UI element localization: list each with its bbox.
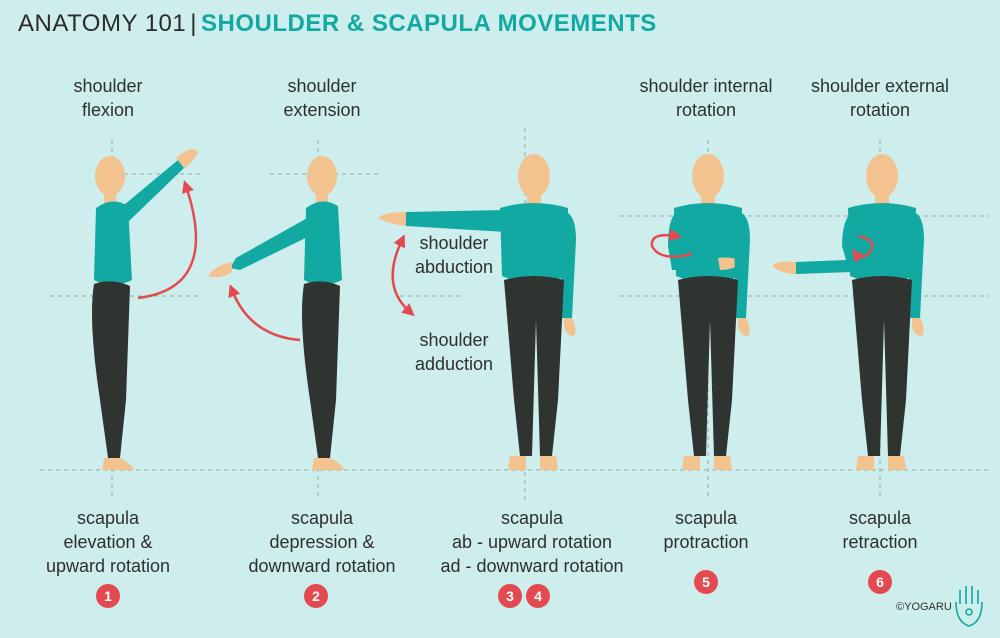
label-line: protraction <box>663 532 749 552</box>
figure-shoulder-abduction <box>378 154 576 470</box>
label-line: shoulder <box>419 233 489 253</box>
hamsa-hand-icon <box>955 586 983 627</box>
label-line: retraction <box>842 532 918 552</box>
page-title: ANATOMY 101|SHOULDER & SCAPULA MOVEMENTS <box>18 10 657 38</box>
badge-5: 5 <box>694 570 718 594</box>
label-line: scapula <box>500 508 564 528</box>
label-line: shoulder internal <box>639 76 773 96</box>
label-line: flexion <box>81 100 135 120</box>
badge-1: 1 <box>96 584 120 608</box>
extension-arrow <box>228 284 301 342</box>
label-shoulder-abduction: shoulder abduction <box>415 231 493 279</box>
figure-shoulder-internal-rotation <box>668 154 750 470</box>
label-line: shoulder <box>419 330 489 350</box>
label-line: elevation & <box>63 532 153 552</box>
flexion-arrow <box>137 180 198 300</box>
label-scapula-retraction: scapula retraction <box>842 506 917 554</box>
label-line: downward rotation <box>248 556 396 576</box>
movement-arrows <box>137 180 874 342</box>
label-line: depression & <box>269 532 375 552</box>
label-shoulder-adduction: shoulder adduction <box>415 328 493 376</box>
title-separator: | <box>190 10 197 37</box>
label-shoulder-extension: shoulder extension <box>283 74 360 122</box>
label-line: upward rotation <box>45 556 171 576</box>
figure-shoulder-extension <box>208 156 344 470</box>
label-line: abduction <box>414 257 494 277</box>
external-rotation-arrow <box>852 234 874 263</box>
label-line: rotation <box>849 100 911 120</box>
label-shoulder-external-rotation: shoulder external rotation <box>811 74 949 122</box>
title-brand: ANATOMY 101 <box>18 10 187 37</box>
label-scapula-protraction: scapula protraction <box>663 506 748 554</box>
title-topic: SHOULDER & SCAPULA MOVEMENTS <box>200 10 657 37</box>
label-line: extension <box>283 100 361 120</box>
badge-3: 3 <box>498 584 522 608</box>
label-line: scapula <box>674 508 738 528</box>
copyright-text: ©YOGARU <box>896 601 952 613</box>
abduction-adduction-arrow <box>391 234 415 317</box>
badge-2: 2 <box>304 584 328 608</box>
label-line: scapula <box>290 508 354 528</box>
label-scapula-elevation: scapula elevation & upward rotation <box>46 506 170 578</box>
label-line: scapula <box>76 508 140 528</box>
label-line: shoulder external <box>810 76 950 96</box>
badge-6: 6 <box>868 570 892 594</box>
figure-shoulder-external-rotation <box>772 154 924 470</box>
badge-4: 4 <box>526 584 550 608</box>
internal-rotation-arrow <box>650 228 693 258</box>
label-shoulder-flexion: shoulder flexion <box>73 74 142 122</box>
label-line: scapula <box>848 508 912 528</box>
label-line: adduction <box>414 354 494 374</box>
figure-shoulder-flexion <box>92 149 198 470</box>
label-line: rotation <box>675 100 737 120</box>
label-line: ad - downward rotation <box>440 556 624 576</box>
label-scapula-ab-ad: scapula ab - upward rotation ad - downwa… <box>440 506 623 578</box>
label-shoulder-internal-rotation: shoulder internal rotation <box>639 74 772 122</box>
label-scapula-depression: scapula depression & downward rotation <box>248 506 395 578</box>
label-line: ab - upward rotation <box>451 532 613 552</box>
label-line: shoulder <box>287 76 357 96</box>
label-line: shoulder <box>73 76 143 96</box>
